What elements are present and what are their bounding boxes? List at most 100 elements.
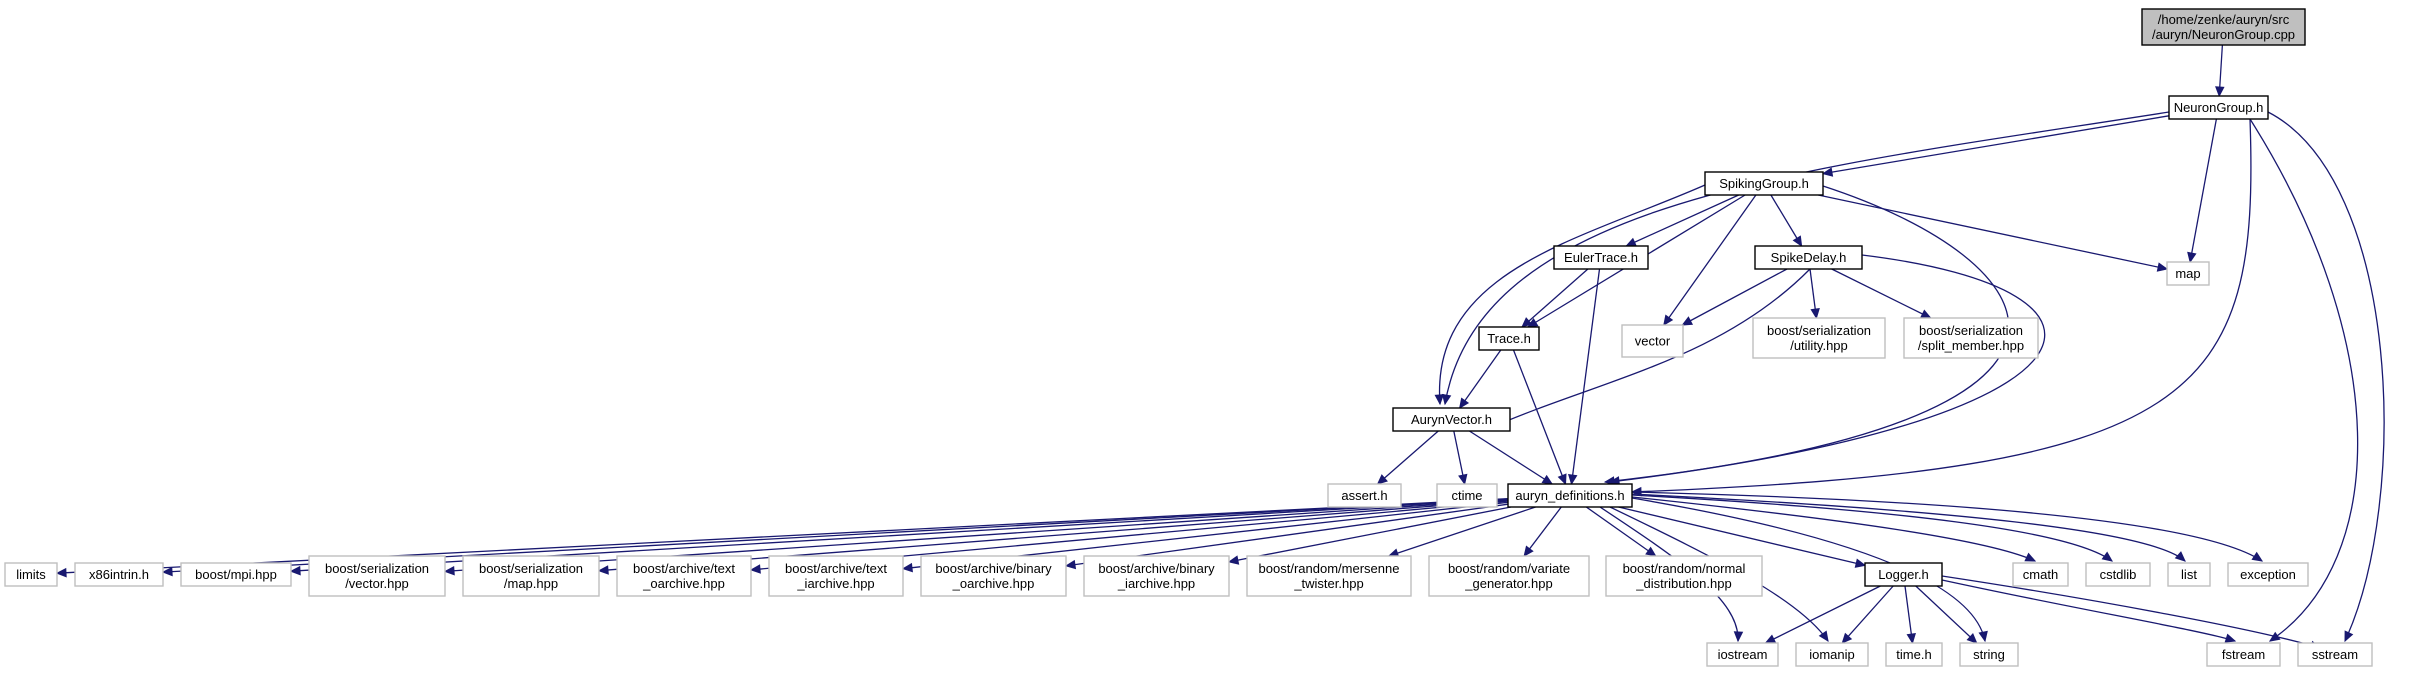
node-label: /auryn/NeuronGroup.cpp	[2152, 27, 2295, 42]
edge-logger-to-string	[1915, 585, 1978, 644]
node-limits: limits	[4, 562, 58, 587]
node-box	[1754, 245, 1863, 270]
node-label: boost/serialization	[479, 561, 583, 576]
edge-arrowhead	[55, 567, 67, 578]
node-box	[1428, 555, 1590, 597]
node-br_mt: boost/random/mersenne_twister.hpp	[1246, 555, 1412, 597]
node-string: string	[1959, 642, 2019, 667]
node-box	[462, 555, 600, 597]
edge-line	[1377, 430, 1439, 485]
edge-logger-to-fstream	[1941, 579, 2237, 643]
edge-aurynvector-to-assert	[1376, 430, 1439, 485]
node-neurongroup[interactable]: NeuronGroup.h	[2168, 95, 2269, 120]
edge-spikinggroup-to-map	[1818, 194, 2169, 272]
node-label: /vector.hpp	[345, 576, 409, 591]
node-aurynvector[interactable]: AurynVector.h	[1392, 407, 1511, 432]
edge-arrowhead	[1733, 631, 1744, 643]
node-label: exception	[2240, 567, 2296, 582]
edge-trace-to-aurynvector	[1458, 349, 1502, 410]
edge-line	[1438, 184, 1706, 405]
node-label: _generator.hpp	[1464, 576, 1552, 591]
node-bs_split: boost/serialization/split_member.hpp	[1903, 317, 2039, 359]
node-box	[2206, 642, 2281, 667]
edge-defs-to-br_nd	[1585, 506, 1657, 557]
node-x86: x86intrin.h	[74, 562, 164, 587]
node-label: boost/random/normal	[1623, 561, 1746, 576]
node-box	[1436, 483, 1498, 508]
edge-defs-to-ba_bin_i	[1227, 506, 1512, 565]
node-label: _oarchive.hpp	[642, 576, 725, 591]
node-iomanip: iomanip	[1795, 642, 1869, 667]
edge-arrowhead	[1458, 473, 1468, 486]
edge-line	[1682, 268, 1788, 326]
node-cstdlib: cstdlib	[2085, 562, 2151, 587]
node-box	[1246, 555, 1412, 597]
node-label: ctime	[1451, 488, 1482, 503]
node-bs_map: boost/serialization/map.hpp	[462, 555, 600, 597]
node-bs_utility: boost/serialization/utility.hpp	[1752, 317, 1886, 359]
node-box	[1795, 642, 1869, 667]
edge-arrowhead	[1792, 235, 1803, 248]
node-label: Logger.h	[1878, 567, 1929, 582]
edge-arrowhead	[1567, 473, 1578, 486]
edge-line	[1941, 575, 2321, 649]
node-defs[interactable]: auryn_definitions.h	[1507, 483, 1633, 508]
edge-trace-to-defs	[1512, 349, 1567, 486]
edge-line	[1459, 349, 1502, 409]
node-label: _iarchive.hpp	[1117, 576, 1195, 591]
edge-arrowhead	[1841, 632, 1853, 644]
node-sstream: sstream	[2297, 642, 2373, 667]
node-box	[1478, 326, 1540, 351]
edge-arrowhead	[2251, 551, 2264, 562]
edge-arrowhead	[901, 562, 913, 573]
edge-arrowhead	[1064, 559, 1077, 570]
node-root[interactable]: /home/zenke/auryn/src/auryn/NeuronGroup.…	[2141, 8, 2306, 46]
edge-defs-to-br_vg	[1523, 506, 1562, 557]
node-spikedelay[interactable]: SpikeDelay.h	[1754, 245, 1863, 270]
edge-spikedelay-to-defs	[1608, 254, 2046, 486]
edge-line	[1228, 506, 1512, 563]
node-label: iostream	[1718, 647, 1768, 662]
node-label: /map.hpp	[504, 576, 558, 591]
edge-line	[1388, 506, 1536, 557]
node-box	[2012, 562, 2069, 587]
edge-defs-to-cstdlib	[1631, 494, 2113, 562]
edge-line	[1831, 268, 1931, 319]
edge-line	[1512, 349, 1567, 485]
edge-aurynvector-to-ctime	[1453, 430, 1468, 486]
edge-arrowhead	[1458, 397, 1470, 410]
node-spikinggroup[interactable]: SpikingGroup.h	[1704, 171, 1824, 196]
edge-line	[1609, 254, 2046, 483]
node-logger[interactable]: Logger.h	[1864, 562, 1943, 587]
edge-arrowhead	[443, 566, 455, 576]
node-box	[1553, 245, 1649, 270]
node-label: iomanip	[1809, 647, 1855, 662]
edge-defs-to-list	[1631, 493, 2186, 562]
edge-line	[1523, 506, 1562, 557]
edge-spikinggroup-to-vector	[1663, 194, 1757, 327]
edge-line	[1915, 585, 1978, 644]
edge-arrowhead	[2156, 262, 2169, 272]
node-eulertrace[interactable]: EulerTrace.h	[1553, 245, 1649, 270]
edge-line	[1631, 496, 2036, 562]
node-box	[1327, 483, 1402, 508]
edge-neurongroup-to-spikinggroup	[1821, 115, 2170, 177]
node-label: NeuronGroup.h	[2174, 100, 2264, 115]
node-box	[1392, 407, 1511, 432]
node-trace[interactable]: Trace.h	[1478, 326, 1540, 351]
edge-line	[2267, 111, 2385, 642]
edge-line	[1631, 118, 2252, 493]
edge-spikedelay-to-bs_utility	[1809, 268, 1820, 320]
node-label: AurynVector.h	[1411, 412, 1492, 427]
node-label: boost/random/variate	[1448, 561, 1570, 576]
node-label: sstream	[2312, 647, 2358, 662]
node-ba_text_i: boost/archive/text_iarchive.hpp	[768, 555, 904, 597]
edge-defs-to-cmath	[1631, 496, 2037, 562]
node-fstream: fstream	[2206, 642, 2281, 667]
node-box	[2141, 8, 2306, 46]
edge-defs-to-br_mt	[1387, 506, 1536, 558]
node-label: limits	[16, 567, 46, 582]
node-label: boost/archive/binary	[935, 561, 1052, 576]
node-label: vector	[1635, 334, 1671, 349]
edge-line	[1631, 491, 2263, 562]
